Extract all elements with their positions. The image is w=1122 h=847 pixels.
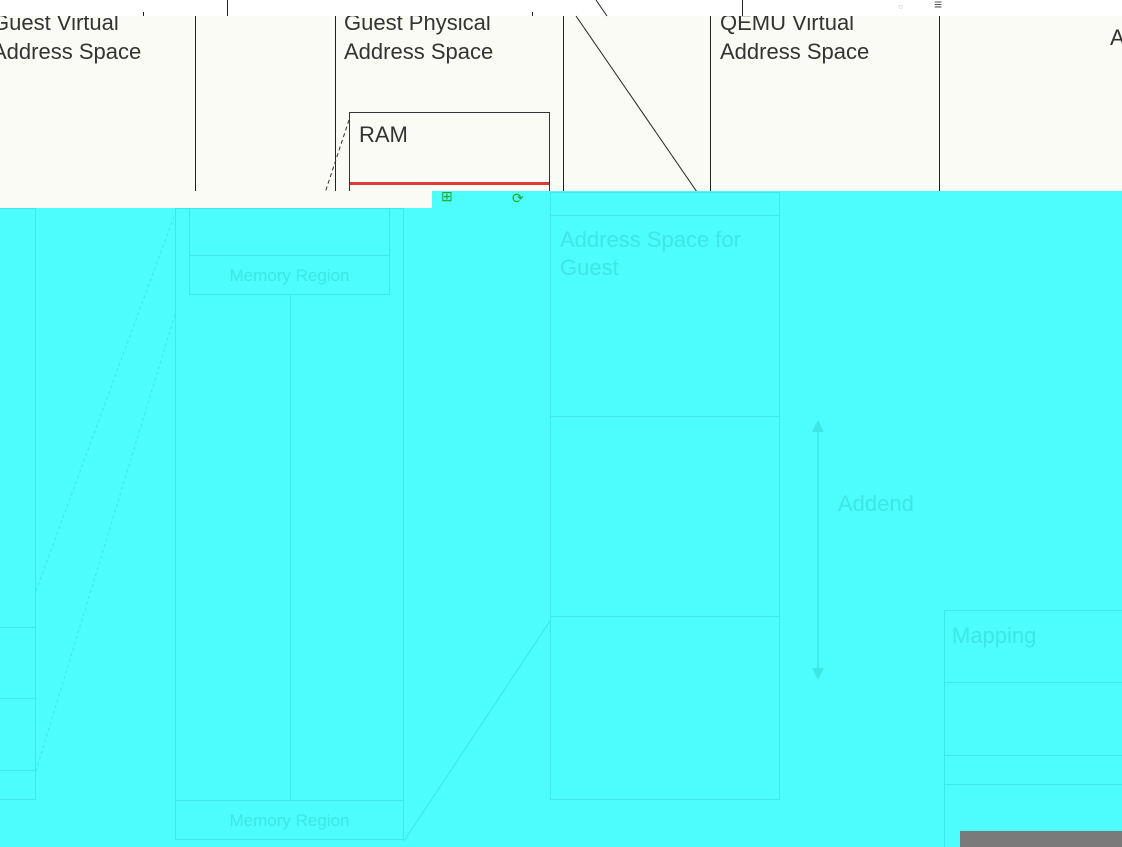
tick-mark: [532, 12, 533, 16]
column-divider: [195, 16, 196, 192]
ram-accent-line: [350, 182, 549, 185]
ghost-divider: [944, 784, 1122, 785]
tick-mark: [742, 0, 743, 16]
column-divider: [939, 16, 940, 192]
resize-handle-icon[interactable]: ⊞: [441, 188, 453, 204]
guest-physical-address-space-label: Guest Physical Address Space: [344, 10, 494, 64]
column-divider: [563, 16, 564, 192]
column-divider: [710, 16, 711, 192]
ghost-divider: [944, 682, 1122, 683]
ghost-divider: [0, 770, 36, 771]
memory-region-bottom-label: Memory Region: [229, 811, 350, 830]
overlay-gap: [0, 191, 432, 208]
ghost-divider: [550, 215, 780, 216]
ghost-divider: [550, 416, 780, 417]
ghost-divider: [944, 755, 1122, 756]
ghost-divider: [0, 627, 36, 628]
mapping-label: Mapping: [952, 623, 1037, 648]
connector-lines: [319, 0, 698, 209]
column-divider: [335, 16, 336, 192]
addend-arrow: [812, 420, 824, 680]
status-bar: [960, 831, 1122, 847]
address-space-for-guest-label: Address Space for Guest: [560, 227, 741, 280]
menu-icon[interactable]: ≡: [934, 0, 943, 12]
ram-label: RAM: [359, 122, 408, 147]
ghost-divider: [189, 255, 390, 256]
mapping-connector-line: [595, 0, 608, 17]
ghost-divider: [0, 698, 36, 699]
addend-label: Addend: [838, 491, 914, 516]
tick-mark: [227, 0, 228, 16]
selection-overlay[interactable]: [0, 191, 1122, 847]
ghost-divider: [175, 800, 404, 801]
toolbar-icon[interactable]: ▫: [898, 0, 903, 14]
ghost-connector-lines: [35, 210, 551, 842]
ghost-divider: [944, 610, 945, 847]
guest-virtual-column-ghost: [0, 208, 36, 800]
ghost-divider: [944, 610, 1122, 611]
ghost-divider: [550, 616, 780, 617]
address-space-for-guest-box: [550, 192, 780, 800]
ghost-divider: [290, 295, 291, 800]
tick-mark: [143, 12, 144, 16]
memory-region-top-box: [189, 208, 390, 295]
mapping-connector-line: [575, 15, 698, 193]
top-edge-strip: [0, 0, 1122, 16]
memory-region-top-label: Memory Region: [229, 266, 350, 285]
rotate-handle-icon[interactable]: ⟳: [512, 190, 524, 206]
